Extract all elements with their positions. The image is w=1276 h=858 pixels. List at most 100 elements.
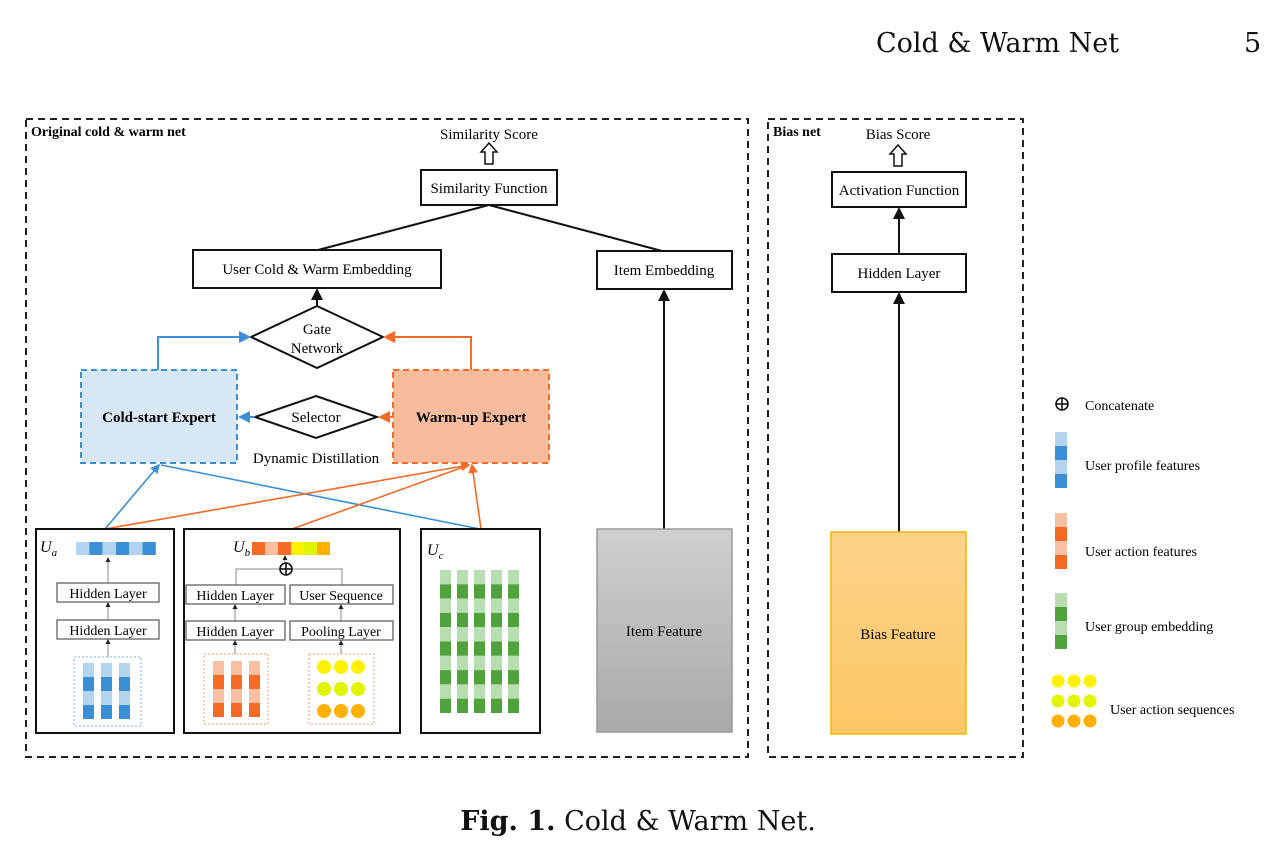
- cold-start-expert-label: Cold-start Expert: [102, 410, 216, 426]
- legend-dot: [1051, 694, 1065, 708]
- item-feature-label: Item Feature: [626, 624, 703, 640]
- feature-cell: [231, 661, 242, 675]
- vector-cell: [142, 542, 156, 555]
- feature-cell: [101, 663, 112, 677]
- feature-cell: [119, 691, 130, 705]
- legend-dot: [1067, 714, 1081, 728]
- legend-action-label: User action features: [1085, 545, 1197, 560]
- feature-cell: [508, 655, 519, 671]
- bias-hidden-layer-label: Hidden Layer: [858, 266, 941, 282]
- feature-cell: [440, 570, 451, 585]
- vector-cell: [304, 542, 317, 555]
- feature-cell: [440, 627, 451, 642]
- legend-dot: [1067, 674, 1081, 688]
- feature-cell: [83, 677, 94, 691]
- feature-cell: [474, 627, 485, 642]
- feature-cell: [119, 677, 130, 691]
- ua-label: Ua: [40, 539, 58, 559]
- feature-cell: [249, 675, 260, 689]
- ua-hidden-layer-1-label: Hidden Layer: [69, 587, 147, 602]
- legend-dot: [1083, 714, 1097, 728]
- figure-caption-text: Cold & Warm Net.: [564, 806, 816, 837]
- edge-item-emb-to-similarity: [488, 204, 663, 252]
- feature-cell: [474, 670, 485, 685]
- feature-cell: [119, 663, 130, 677]
- feature-cell: [101, 691, 112, 705]
- feature-cell: [508, 570, 519, 585]
- vector-cell: [252, 542, 265, 555]
- legend-action-swatch: [1055, 513, 1067, 569]
- ub-hidden-layer-2-label: Hidden Layer: [196, 625, 274, 640]
- feature-cell: [101, 677, 112, 691]
- legend-profile-swatch: [1055, 432, 1067, 488]
- figure-caption-label: Fig. 1.: [460, 806, 556, 837]
- feature-cell: [474, 684, 485, 699]
- output-arrow-icon: [479, 141, 499, 165]
- vector-cell: [291, 542, 304, 555]
- feature-cell: [457, 641, 468, 656]
- feature-cell: [474, 570, 485, 585]
- feature-cell: [249, 689, 260, 703]
- feature-cell: [474, 641, 485, 656]
- sequence-dot: [334, 682, 348, 696]
- vector-cell: [317, 542, 330, 555]
- legend-sequences-swatch: [1051, 674, 1097, 728]
- feature-cell: [101, 705, 112, 719]
- vector-cell: [76, 542, 90, 555]
- ub-action-sequences-box: [308, 653, 375, 725]
- feature-cell: [491, 612, 502, 628]
- feature-cell: [231, 703, 242, 717]
- ua-profile-features: [83, 663, 130, 719]
- feature-cell: [249, 661, 260, 675]
- sequence-dot: [317, 704, 331, 718]
- sequence-dot: [351, 660, 365, 674]
- feature-cell: [457, 670, 468, 685]
- feature-cell: [491, 584, 502, 599]
- legend-concatenate-label: Concatenate: [1085, 399, 1154, 414]
- feature-cell: [249, 703, 260, 717]
- edge-cold-to-gate: [157, 331, 251, 370]
- ub-action-sequences: [317, 660, 365, 718]
- feature-cell: [508, 641, 519, 656]
- original-net-title: Original cold & warm net: [31, 125, 186, 140]
- edge-warm-to-gate: [383, 331, 472, 370]
- feature-cell: [491, 641, 502, 656]
- feature-cell: [457, 627, 468, 642]
- feature-cell: [213, 703, 224, 717]
- feature-cell: [457, 612, 468, 628]
- sequence-dot: [317, 660, 331, 674]
- legend-cell: [1055, 474, 1067, 488]
- sequence-dot: [334, 704, 348, 718]
- selector-diamond: [251, 394, 381, 440]
- feature-cell: [491, 627, 502, 642]
- bias-output-arrow-icon: [888, 143, 908, 167]
- feature-cell: [440, 670, 451, 685]
- warm-up-expert-label: Warm-up Expert: [416, 410, 526, 426]
- ub-action-features: [213, 661, 260, 717]
- cold-start-expert-box: [80, 369, 238, 464]
- legend-cell: [1055, 460, 1067, 474]
- activation-function-box: [831, 171, 967, 208]
- legend-cell: [1055, 593, 1067, 607]
- feature-cell: [83, 691, 94, 705]
- feature-cell: [457, 655, 468, 671]
- feature-cell: [508, 612, 519, 628]
- legend-sequences-label: User action sequences: [1110, 703, 1234, 718]
- sequence-dot: [317, 682, 331, 696]
- legend-profile-label: User profile features: [1085, 459, 1200, 474]
- feature-cell: [474, 655, 485, 671]
- feature-cell: [474, 698, 485, 713]
- selector-label: Selector: [291, 410, 340, 426]
- item-feature-box: [596, 528, 733, 733]
- ub-pooling-layer-label: Pooling Layer: [301, 625, 381, 640]
- user-embedding-label: User Cold & Warm Embedding: [222, 262, 412, 278]
- edge-ua-to-warm: [104, 461, 471, 530]
- warm-up-expert-box: [392, 369, 550, 464]
- feature-cell: [491, 570, 502, 585]
- vector-cell: [129, 542, 143, 555]
- ub-embedding-vector: [252, 542, 330, 555]
- bias-feature-label: Bias Feature: [860, 627, 936, 643]
- legend-cell: [1055, 432, 1067, 446]
- feature-cell: [231, 689, 242, 703]
- feature-cell: [213, 661, 224, 675]
